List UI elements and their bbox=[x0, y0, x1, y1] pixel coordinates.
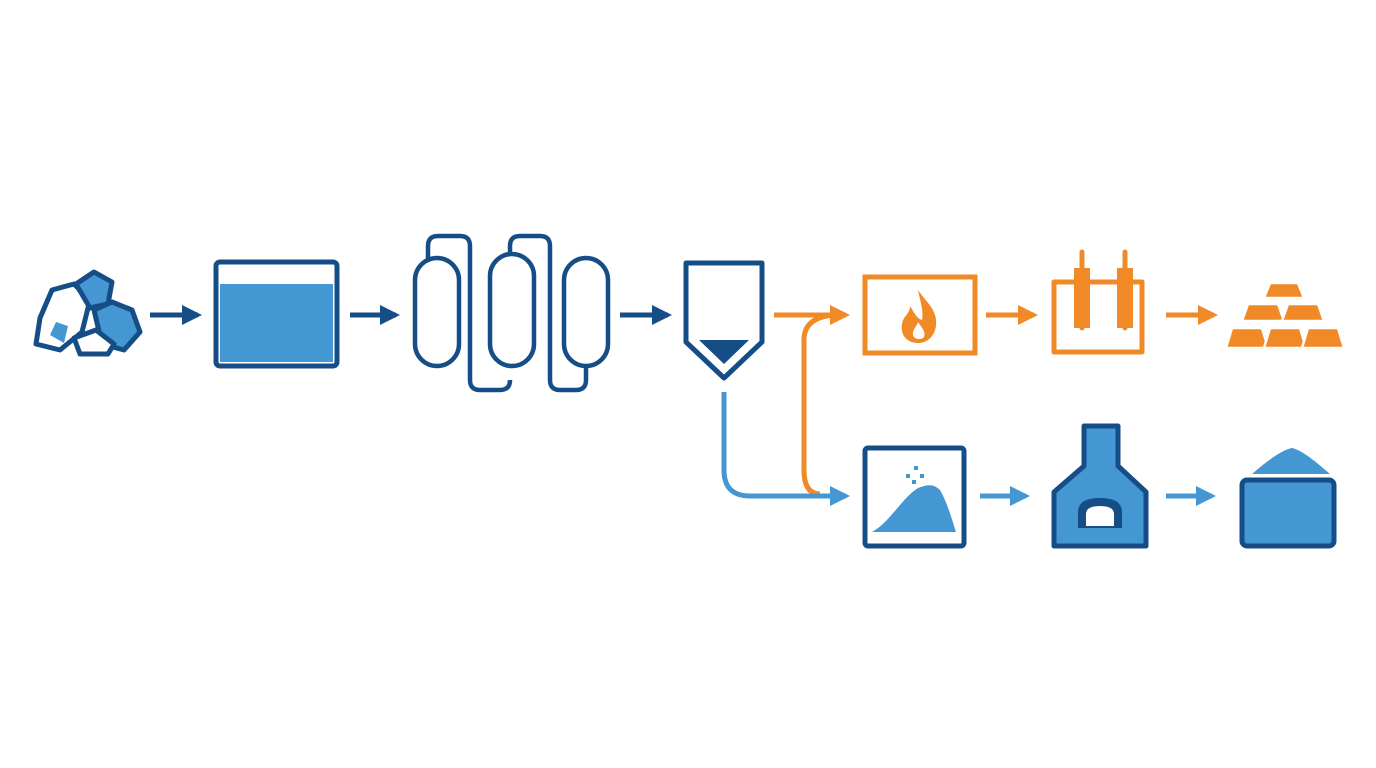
product-bin-icon bbox=[1239, 448, 1337, 549]
thickener-cone-icon bbox=[683, 260, 765, 381]
gold-bars-icon bbox=[1224, 281, 1346, 350]
connector-thickener-to-precipitation bbox=[721, 392, 850, 506]
ore-rocks-icon bbox=[33, 269, 143, 357]
electrowinning-cell-icon bbox=[1051, 249, 1145, 355]
connector-thickener-to-furnace bbox=[774, 305, 850, 497]
precipitate-pile-icon bbox=[862, 445, 967, 549]
kiln-icon bbox=[1051, 423, 1149, 549]
flame-furnace-icon bbox=[862, 274, 978, 356]
leach-tank-icon bbox=[213, 259, 340, 369]
column-train-icon bbox=[412, 233, 611, 393]
